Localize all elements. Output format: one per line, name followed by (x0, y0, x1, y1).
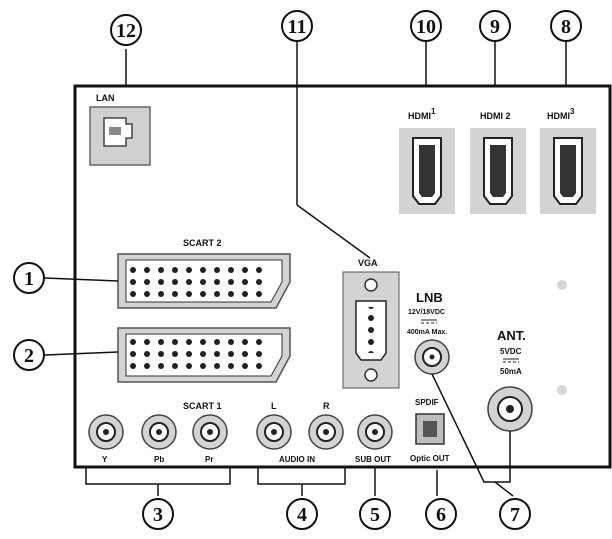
svg-text:3: 3 (153, 504, 163, 526)
callout-5: 5 (359, 498, 391, 530)
hdmi1-label: HDMI1 (408, 107, 436, 121)
callout-7: 7 (499, 498, 531, 530)
spdif-port (415, 413, 445, 445)
audio-in-label: AUDIO IN (279, 455, 315, 464)
sub-out-label: SUB OUT (355, 455, 391, 464)
hdmi3-port (540, 128, 596, 214)
component-y-label: Y (102, 455, 108, 464)
component-pb-label: Pb (154, 455, 164, 464)
component-y-jack (88, 414, 124, 450)
svg-text:8: 8 (561, 16, 571, 38)
screw-top (557, 280, 567, 290)
svg-text:11: 11 (288, 16, 307, 38)
callout-3: 3 (142, 498, 174, 530)
svg-text:9: 9 (490, 16, 500, 38)
scart2-port (117, 253, 291, 309)
callout-1: 1 (13, 262, 45, 294)
scart2-label: SCART 2 (183, 238, 222, 248)
callout-4: 4 (286, 498, 318, 530)
scart1-label: SCART 1 (183, 401, 222, 411)
ant-port (487, 386, 533, 432)
sub-out-jack (357, 414, 393, 450)
ant-label: ANT. (497, 328, 526, 343)
lnb-voltage: 12V/18VDC (408, 309, 445, 316)
callout-12: 12 (110, 14, 142, 46)
hdmi2-label: HDMI 2 (480, 111, 511, 121)
callout-10: 10 (410, 10, 442, 42)
scart1-port (117, 327, 291, 383)
svg-text:4: 4 (297, 504, 307, 526)
vga-port (342, 271, 400, 389)
ant-current: 50mA (500, 367, 522, 376)
callout-11: 11 (281, 10, 313, 42)
screw-bottom (557, 385, 567, 395)
lnb-label: LNB (416, 290, 443, 305)
svg-text:1: 1 (24, 268, 34, 290)
callout-2: 2 (13, 339, 45, 371)
audio-r-label: R (323, 401, 330, 411)
svg-text:6: 6 (436, 504, 446, 526)
callout-9: 9 (479, 10, 511, 42)
lan-port (89, 106, 151, 166)
lan-label: LAN (96, 93, 115, 103)
audio-in-right-jack (308, 414, 344, 450)
svg-text:7: 7 (510, 504, 520, 526)
svg-text:12: 12 (116, 20, 136, 42)
lnb-current: 400mA Max. (407, 329, 447, 336)
spdif-label: SPDIF (415, 398, 439, 407)
ant-voltage: 5VDC (500, 347, 522, 356)
hdmi2-port (470, 128, 526, 214)
hdmi3-label: HDMI3 (547, 107, 575, 121)
callout-8: 8 (550, 10, 582, 42)
svg-text:2: 2 (24, 345, 34, 367)
component-pr-jack (192, 414, 228, 450)
svg-text:10: 10 (416, 16, 436, 38)
hdmi1-port (399, 128, 455, 214)
svg-text:5: 5 (370, 504, 380, 526)
callout-6: 6 (425, 498, 457, 530)
component-pb-jack (141, 414, 177, 450)
optic-out-label: Optic OUT (410, 454, 450, 463)
component-pr-label: Pr (205, 455, 213, 464)
vga-label: VGA (358, 258, 378, 268)
audio-l-label: L (271, 401, 277, 411)
leader-lines (44, 40, 567, 497)
audio-in-left-jack (256, 414, 292, 450)
lnb-port (414, 339, 450, 375)
